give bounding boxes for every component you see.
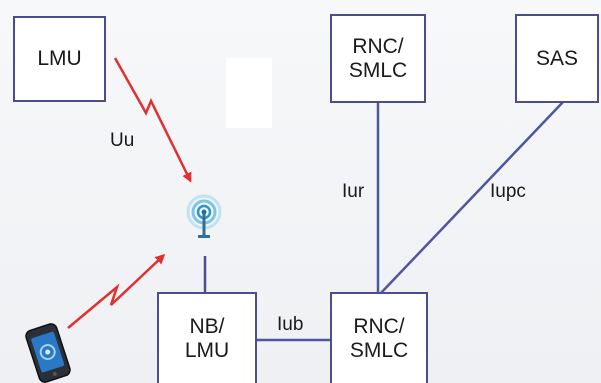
- iupc-label: Iupc: [490, 181, 526, 202]
- iub-label: Iub: [277, 314, 304, 335]
- phone-radio-link: [67, 253, 166, 329]
- uu-label: Uu: [110, 130, 135, 151]
- rnc-smlc-bottom-node: RNC/ SMLC: [330, 292, 428, 383]
- nb-lmu-node: NB/ LMU: [157, 292, 257, 383]
- iur-label: Iur: [342, 181, 365, 202]
- sas-node: SAS: [515, 14, 599, 103]
- background-highlight: [226, 58, 272, 128]
- antenna-icon: [186, 194, 222, 238]
- rnc-smlc-top-node: RNC/ SMLC: [330, 14, 426, 103]
- lmu-node: LMU: [13, 16, 106, 102]
- iupc-link: [379, 101, 564, 295]
- uu-radio-link: [113, 57, 192, 183]
- mobile-phone-icon: [25, 323, 71, 383]
